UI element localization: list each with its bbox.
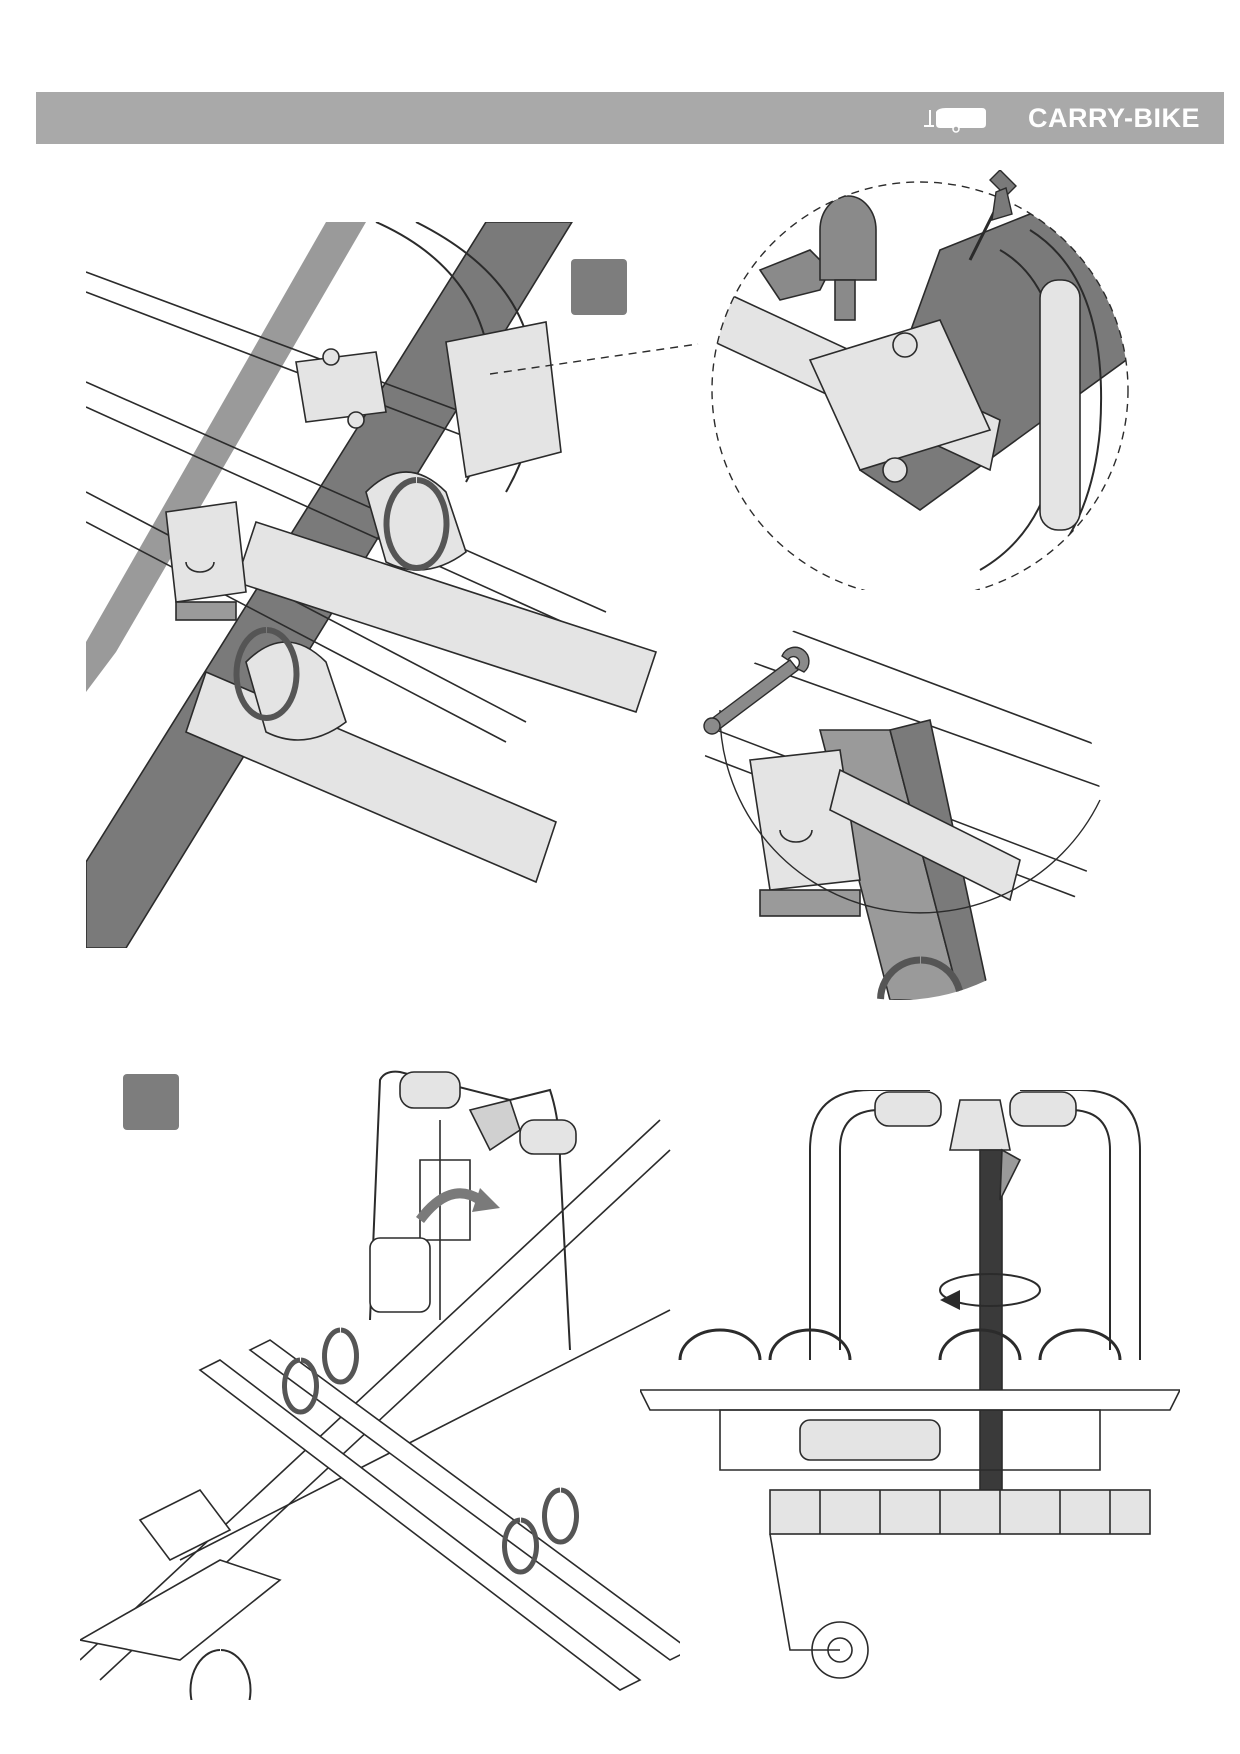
page-title: CARRY-BIKE xyxy=(1027,103,1200,133)
detail-connector-line xyxy=(490,343,699,375)
wrench-detail-illustration xyxy=(700,600,1101,1000)
carrier-rear-strap-illustration xyxy=(640,1090,1180,1679)
carrier-folding-illustration xyxy=(80,1070,680,1700)
step-number-badge xyxy=(571,259,627,315)
bike-carrier-mounting-illustration xyxy=(86,222,658,948)
caravan-icon xyxy=(924,108,986,133)
step-number-badge xyxy=(123,1074,179,1130)
screwdriver-detail-illustration xyxy=(711,170,1129,590)
header-bar: CARRY-BIKE xyxy=(36,92,1224,144)
